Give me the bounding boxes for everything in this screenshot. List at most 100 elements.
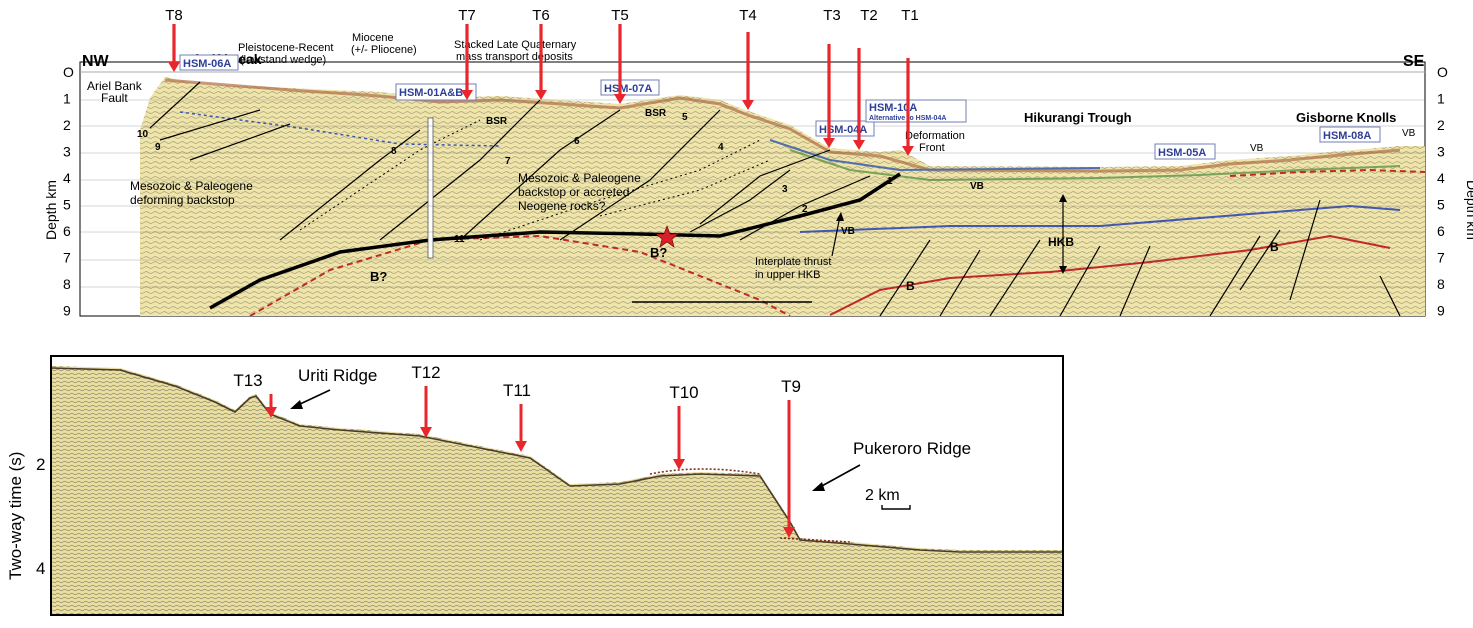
transect-arrow-head-icon [461, 90, 473, 100]
transect-label: T9 [781, 377, 801, 396]
label-ariel-1: Ariel Bank [87, 79, 143, 93]
fault-number: 2 [802, 204, 808, 215]
transect-arrow-head-icon [823, 138, 835, 148]
depth-tick-left: O [63, 64, 74, 80]
transect-label: T5 [611, 7, 629, 24]
label-lowstand: (lowstand wedge) [240, 54, 326, 66]
time-tick: 2 [36, 455, 45, 474]
label-vb-1: VB [1250, 143, 1264, 154]
transect-arrow-head-icon [902, 146, 914, 156]
label-pukeroro-ridge: Pukeroro Ridge [853, 439, 971, 458]
scale-bar: 2 km [865, 487, 911, 510]
label-pliocene: (+/- Pliocene) [351, 44, 417, 56]
site-hsm01a: HSM-01A&B [395, 83, 477, 101]
interplate-arrow [831, 212, 844, 257]
label-interplate-2: in upper HKB [755, 269, 820, 281]
depth-tick-right: 3 [1437, 144, 1445, 160]
depth-tick-right: 8 [1437, 276, 1445, 292]
label-interplate-1: Interplate thrust [755, 256, 831, 268]
svg-text:2 km: 2 km [865, 487, 900, 504]
transect-arrow-head-icon [515, 441, 527, 452]
depth-tick-left: 9 [63, 303, 71, 319]
transect-label: T3 [823, 7, 841, 24]
depth-tick-right: 1 [1437, 91, 1445, 107]
depth-tick-left: 6 [63, 223, 71, 239]
fault-number: 9 [155, 142, 161, 153]
uriti-arrow [290, 389, 331, 409]
label-miocene: Miocene [352, 32, 394, 44]
transect-arrow-head-icon [535, 90, 547, 100]
depth-tick-left: 7 [63, 250, 71, 266]
site-hsm04a: HSM-04A [815, 120, 875, 137]
label-vb-3: VB [970, 181, 984, 192]
label-bq-2: B? [650, 245, 667, 260]
depth-tick-right: 9 [1437, 303, 1445, 319]
label-deformation-2: Front [919, 142, 945, 154]
depth-tick-right: 2 [1437, 117, 1445, 133]
svg-text:HSM-05A: HSM-05A [1158, 147, 1206, 159]
depth-axis-label-right: Depth km [1464, 180, 1473, 240]
bottom-seismic-panel [50, 355, 1064, 616]
label-accreted-3: Neogene rocks? [518, 199, 606, 213]
event-star-icon [655, 225, 679, 248]
site-hsm08a: HSM-08A [1319, 126, 1381, 143]
label-vb-4: VB [841, 226, 855, 237]
label-pleistocene: Pleistocene-Recent [238, 42, 333, 54]
depth-tick-left: 8 [63, 276, 71, 292]
fault-number: 3 [782, 184, 788, 195]
fault-number: 10 [137, 129, 149, 140]
pukeroro-arrow [812, 464, 861, 491]
top-feature-labels: Shelf break Pleistocene-Recent (lowstand… [87, 32, 1416, 293]
transect-label: T4 [739, 7, 757, 24]
fault-number: 7 [505, 156, 511, 167]
time-axis-label: Two-way time (s) [6, 452, 25, 580]
top-seismic-panel [79, 61, 1426, 317]
label-stacked-1: Stacked Late Quaternary [454, 39, 577, 51]
label-bq-1: B? [370, 269, 387, 284]
label-ariel-2: Fault [101, 91, 128, 105]
label-b-2: B [906, 279, 915, 293]
transect-arrow-head-icon [673, 459, 685, 470]
fault-number: 11 [454, 234, 465, 245]
svg-text:HSM-07A: HSM-07A [604, 83, 652, 95]
depth-tick-right: 5 [1437, 197, 1445, 213]
depth-tick-right: 6 [1437, 223, 1445, 239]
transect-label: T11 [503, 381, 531, 400]
site-hsm10a: HSM-10A Alternative to HSM-04A [865, 99, 967, 123]
transect-label: T13 [233, 371, 262, 390]
transect-label: T7 [458, 7, 476, 24]
time-tick: 4 [36, 559, 45, 578]
label-backstop-1: Mesozoic & Paleogene [130, 179, 253, 193]
label-deformation-1: Deformation [905, 130, 965, 142]
label-hikurangi-trough: Hikurangi Trough [1024, 110, 1132, 125]
depth-tick-right: O [1437, 64, 1448, 80]
transect-arrow-head-icon [420, 427, 432, 438]
transect-arrow-head-icon [168, 62, 180, 72]
fault-number: 4 [718, 142, 724, 153]
time-axis: 24 [36, 455, 45, 578]
fault-number: 6 [574, 136, 580, 147]
transect-arrow-head-icon [783, 527, 795, 538]
depth-tick-left: 1 [63, 91, 71, 107]
fault-number: 8 [391, 146, 397, 157]
direction-se: SE [1403, 53, 1425, 70]
top-seismic-body [80, 77, 1425, 316]
svg-text:HSM-06A: HSM-06A [183, 58, 231, 70]
label-uriti-ridge: Uriti Ridge [298, 366, 377, 385]
svg-text:HSM-08A: HSM-08A [1323, 130, 1371, 142]
label-vb-2: VB [1402, 128, 1416, 139]
fault-number: 1 [887, 176, 893, 187]
transect-label: T10 [669, 383, 698, 402]
label-bsr-2: BSR [645, 108, 667, 119]
label-b-1: B [1270, 240, 1279, 254]
label-bsr-1: BSR [486, 116, 508, 127]
transect-arrow-head-icon [265, 407, 277, 418]
svg-text:HSM-04A: HSM-04A [819, 124, 867, 136]
transect-arrow-head-icon [614, 94, 626, 104]
transect-label: T2 [860, 7, 878, 24]
site-hsm05a: HSM-05A [1154, 143, 1216, 160]
